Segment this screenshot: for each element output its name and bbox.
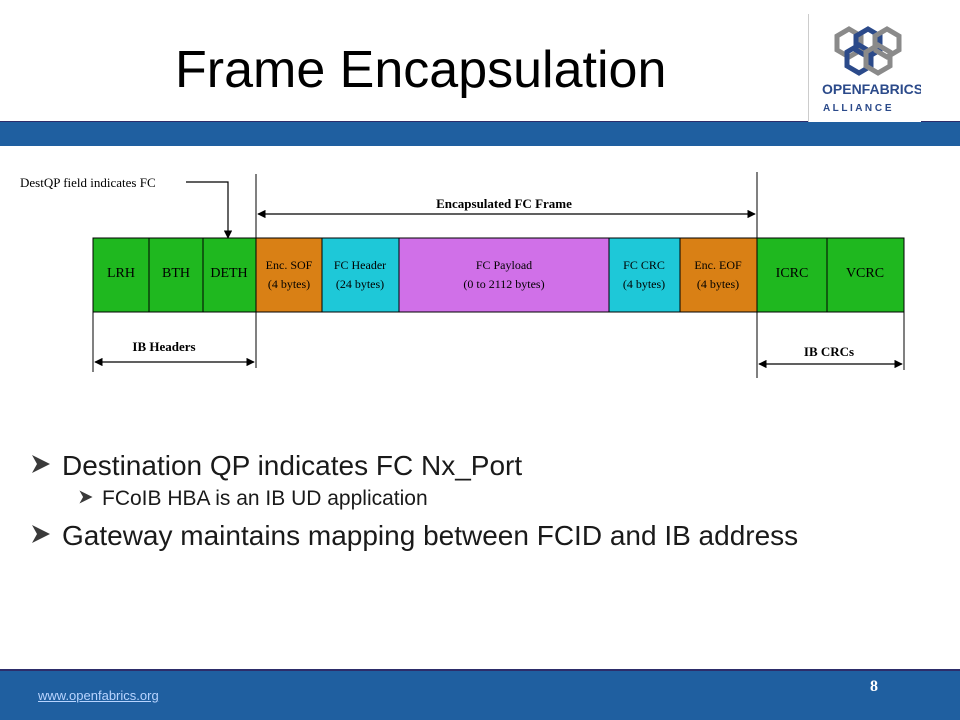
- ib-headers-label: IB Headers: [132, 339, 195, 354]
- field-deth: DETH: [202, 237, 257, 313]
- annotation-pointer: [186, 181, 233, 239]
- bullet-text: FCoIB HBA is an IB UD application: [102, 487, 428, 510]
- bullet-item: Gateway maintains mapping between FCID a…: [30, 520, 798, 552]
- title-area: [0, 0, 960, 122]
- field-size: (4 bytes): [623, 277, 665, 291]
- field-fc-crc: FC CRC (4 bytes): [608, 237, 681, 313]
- slide-title: Frame Encapsulation: [175, 41, 667, 99]
- field-fc-header: FC Header (24 bytes): [321, 237, 400, 313]
- field-size: (0 to 2112 bytes): [463, 277, 544, 291]
- arrow-bullet-icon: [30, 450, 62, 482]
- field-label: FC Header: [334, 258, 386, 272]
- field-label: Enc. SOF: [266, 258, 313, 272]
- field-icrc: ICRC: [756, 237, 828, 313]
- footer-divider: [0, 669, 960, 671]
- field-label: Enc. EOF: [694, 258, 742, 272]
- destqp-annotation: DestQP field indicates FC: [20, 175, 156, 190]
- logo-line1: OPENFABRICS: [822, 81, 921, 97]
- field-size: (4 bytes): [268, 277, 310, 291]
- field-label: ICRC: [776, 266, 809, 281]
- field-bth: BTH: [148, 237, 204, 313]
- logo-line2: A L L I A N C E: [823, 103, 892, 114]
- title-band: [0, 122, 960, 146]
- field-label: VCRC: [846, 266, 884, 281]
- frame-diagram: DestQP field indicates FC Encapsulated F…: [20, 172, 905, 378]
- footer-link[interactable]: www.openfabrics.org: [38, 688, 159, 703]
- bullet-item: Destination QP indicates FC Nx_Port: [30, 450, 522, 482]
- sub-bullet-item: FCoIB HBA is an IB UD application: [78, 487, 428, 511]
- field-size: (24 bytes): [336, 277, 384, 291]
- field-fc-payload: FC Payload (0 to 2112 bytes): [398, 237, 610, 313]
- encapsulated-label: Encapsulated FC Frame: [436, 196, 572, 211]
- bullet-text: Gateway maintains mapping between FCID a…: [62, 520, 799, 551]
- field-label: FC Payload: [476, 258, 532, 272]
- bullet-text: Destination QP indicates FC Nx_Port: [62, 450, 523, 481]
- field-size: (4 bytes): [697, 277, 739, 291]
- arrow-bullet-icon: [78, 487, 102, 511]
- field-label: BTH: [162, 266, 190, 281]
- field-label: FC CRC: [623, 258, 665, 272]
- field-lrh: LRH: [92, 237, 150, 313]
- field-enc-sof: Enc. SOF (4 bytes): [255, 237, 323, 313]
- page-number: 8: [870, 678, 878, 695]
- field-label: DETH: [210, 266, 247, 281]
- openfabrics-logo: OPENFABRICS A L L I A N C E: [808, 14, 923, 122]
- field-enc-eof: Enc. EOF (4 bytes): [679, 237, 758, 313]
- ib-crcs-label: IB CRCs: [804, 344, 854, 359]
- hexagon-logo-icon: OPENFABRICS A L L I A N C E: [822, 26, 923, 114]
- footer-band: [0, 671, 960, 720]
- field-vcrc: VCRC: [826, 237, 905, 313]
- arrow-bullet-icon: [30, 520, 62, 552]
- field-label: LRH: [107, 266, 135, 281]
